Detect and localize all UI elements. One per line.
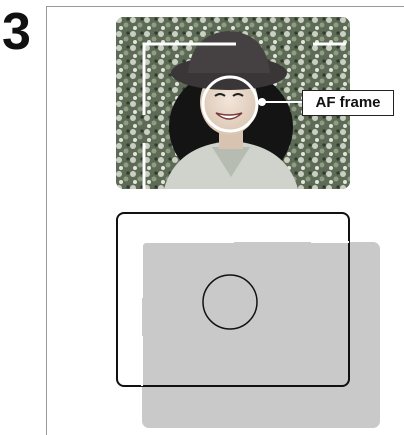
image-area-rectangle (142, 242, 380, 428)
